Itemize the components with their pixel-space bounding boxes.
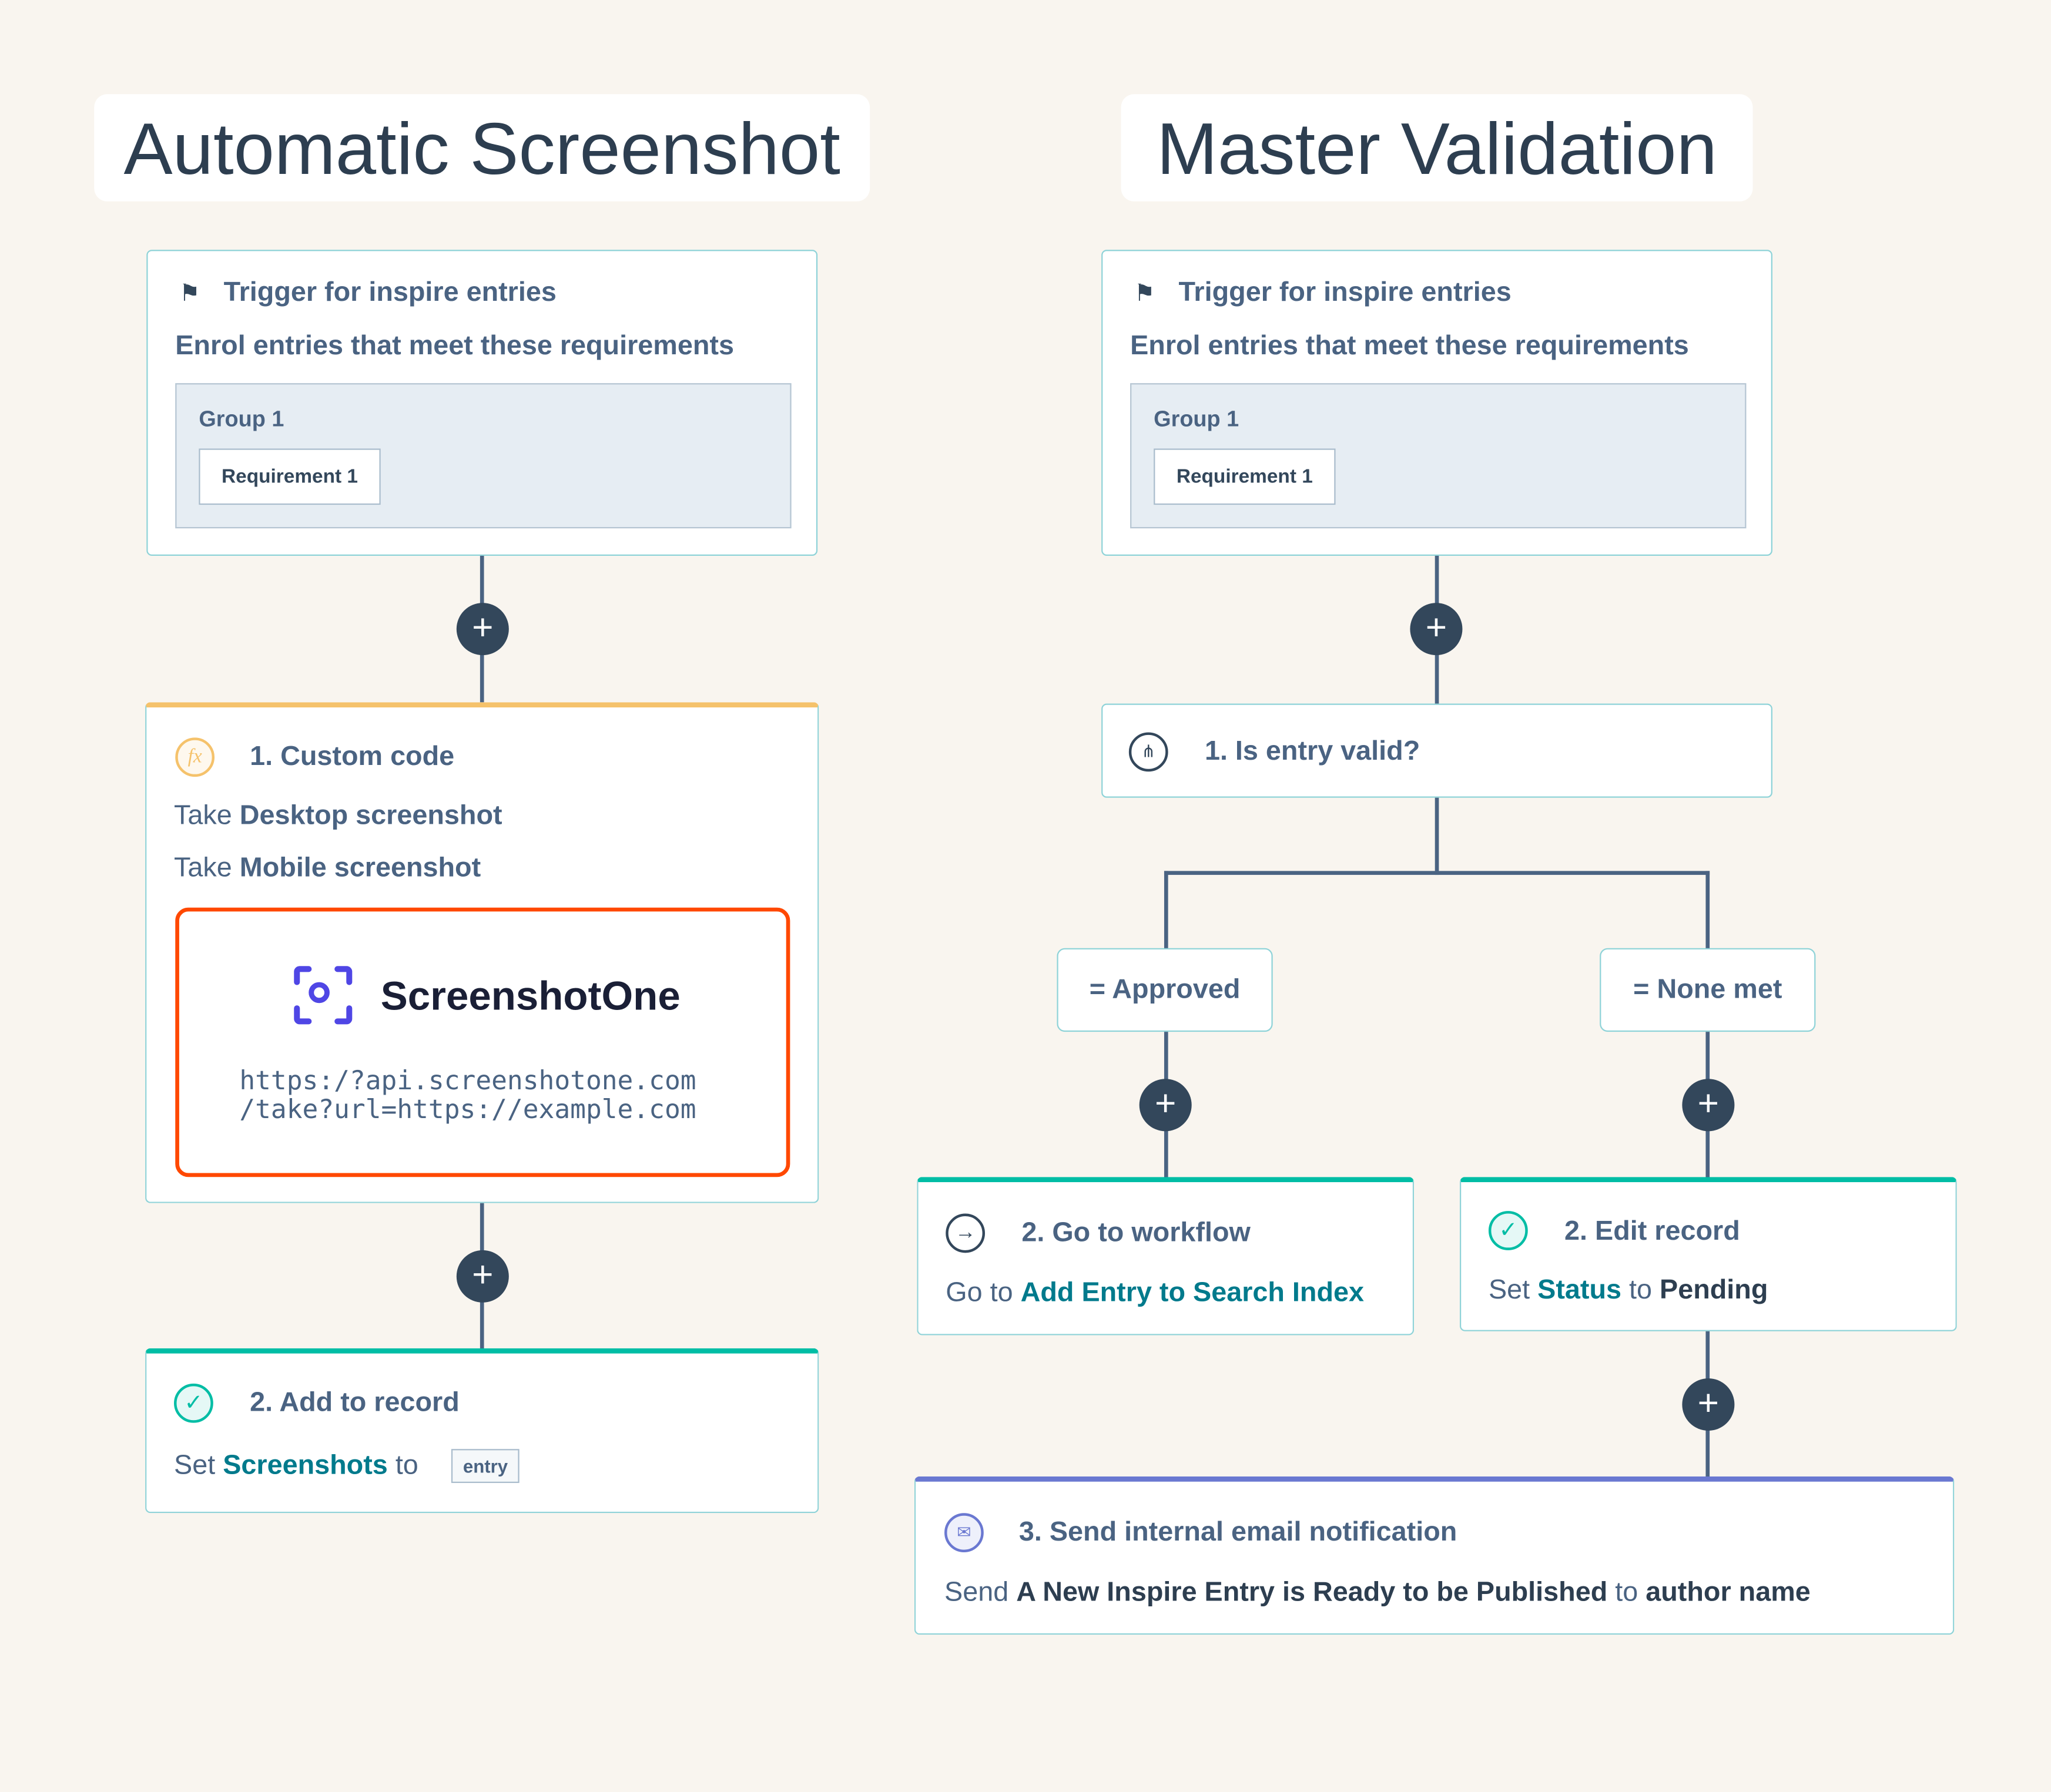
trigger-title: Trigger for inspire entries [223,277,557,308]
filter-group: Group 1 Requirement 1 [1130,383,1747,529]
property-value: Pending [1660,1275,1768,1306]
branch-card[interactable]: ⋔ 1. Is entry valid? [1101,703,1772,798]
token-chip: entry [451,1449,520,1484]
verb: Send [944,1577,1009,1608]
api-url-line-2: /take?url=https://example.com [239,1093,696,1125]
email-icon: ✉ [944,1513,984,1553]
step-title: 2. Go to workflow [1021,1217,1251,1248]
add-step-button[interactable]: + [1410,603,1463,656]
screenshotone-logo-icon [294,966,353,1025]
api-url: https:/?api.screenshotone.com /take?url=… [239,1066,696,1123]
branch-icon: ⋔ [1128,732,1168,772]
step-title: 1. Custom code [250,741,455,772]
add-to-record-card[interactable]: ✓ 2. Add to record Set Screenshots to en… [145,1348,819,1514]
branch-connector [1164,871,1710,875]
requirement-button[interactable]: Requirement 1 [1154,448,1336,505]
trigger-subtitle: Enrol entries that meet these requiremen… [175,331,734,361]
add-step-button[interactable]: + [1682,1378,1735,1431]
arrow-right-circle-icon: → [946,1213,986,1253]
filter-group: Group 1 Requirement 1 [175,383,792,529]
to-label: to [395,1450,418,1481]
action-line: Set Screenshots to [174,1450,418,1481]
recipient: author name [1646,1577,1811,1608]
verb: Go to [946,1277,1013,1308]
verb: Take [174,800,232,831]
trigger-card-right[interactable]: ⚑ Trigger for inspire entries Enrol entr… [1101,250,1772,556]
branch-option-approved[interactable]: = Approved [1057,948,1273,1032]
custom-code-card[interactable]: fx 1. Custom code Take Desktop screensho… [145,702,819,1203]
trigger-card-left[interactable]: ⚑ Trigger for inspire entries Enrol entr… [146,250,818,556]
flag-icon: ⚑ [179,280,200,306]
add-step-button[interactable]: + [456,1250,509,1303]
group-label: Group 1 [1154,407,1239,432]
trigger-title: Trigger for inspire entries [1178,277,1512,308]
object: Desktop screenshot [239,800,502,831]
check-circle-icon: ✓ [1488,1211,1528,1250]
branch-option-none-met[interactable]: = None met [1600,948,1816,1032]
action-line: Send A New Inspire Entry is Ready to be … [944,1577,1811,1608]
add-step-button[interactable]: + [1139,1079,1192,1132]
action-line-desktop: Take Desktop screenshot [174,800,502,831]
connector [1705,871,1710,949]
object: Mobile screenshot [239,853,481,883]
action-line-mobile: Take Mobile screenshot [174,853,481,884]
verb: Set [1488,1275,1530,1306]
add-step-button[interactable]: + [1682,1079,1735,1132]
function-icon: fx [175,737,215,777]
verb: Take [174,853,232,883]
step-title: 3. Send internal email notification [1018,1516,1457,1548]
to-label: to [1629,1275,1653,1306]
check-circle-icon: ✓ [174,1383,213,1423]
requirement-button[interactable]: Requirement 1 [199,448,381,505]
step-title: 2. Add to record [250,1387,460,1418]
api-url-line-1: https:/?api.screenshotone.com [239,1064,696,1096]
workflow-title-right: Master Validation [1121,94,1753,202]
screenshotone-logo-text: ScreenshotOne [380,972,681,1019]
screenshotone-highlight: ScreenshotOne https:/?api.screenshotone.… [175,907,790,1177]
email-subject: A New Inspire Entry is Ready to be Publi… [1016,1577,1608,1608]
email-notification-card[interactable]: ✉ 3. Send internal email notification Se… [914,1476,1955,1635]
to-label: to [1615,1577,1638,1608]
workflow-link[interactable]: Add Entry to Search Index [1020,1277,1365,1308]
property-name: Screenshots [223,1450,388,1481]
go-to-workflow-card[interactable]: → 2. Go to workflow Go to Add Entry to S… [917,1177,1415,1335]
add-step-button[interactable]: + [456,603,509,656]
group-label: Group 1 [199,407,284,432]
trigger-subtitle: Enrol entries that meet these requiremen… [1130,331,1689,361]
action-line: Go to Add Entry to Search Index [946,1278,1364,1309]
step-title: 1. Is entry valid? [1204,736,1420,767]
workflow-title-left: Automatic Screenshot [94,94,870,202]
edit-record-card[interactable]: ✓ 2. Edit record Set Status to Pending [1459,1177,1957,1331]
action-line: Set Status to Pending [1489,1275,1768,1306]
step-title: 2. Edit record [1564,1216,1740,1247]
connector [1435,797,1439,875]
flag-icon: ⚑ [1134,280,1155,306]
connector [1164,871,1168,949]
verb: Set [174,1450,216,1481]
property-name: Status [1537,1275,1622,1306]
